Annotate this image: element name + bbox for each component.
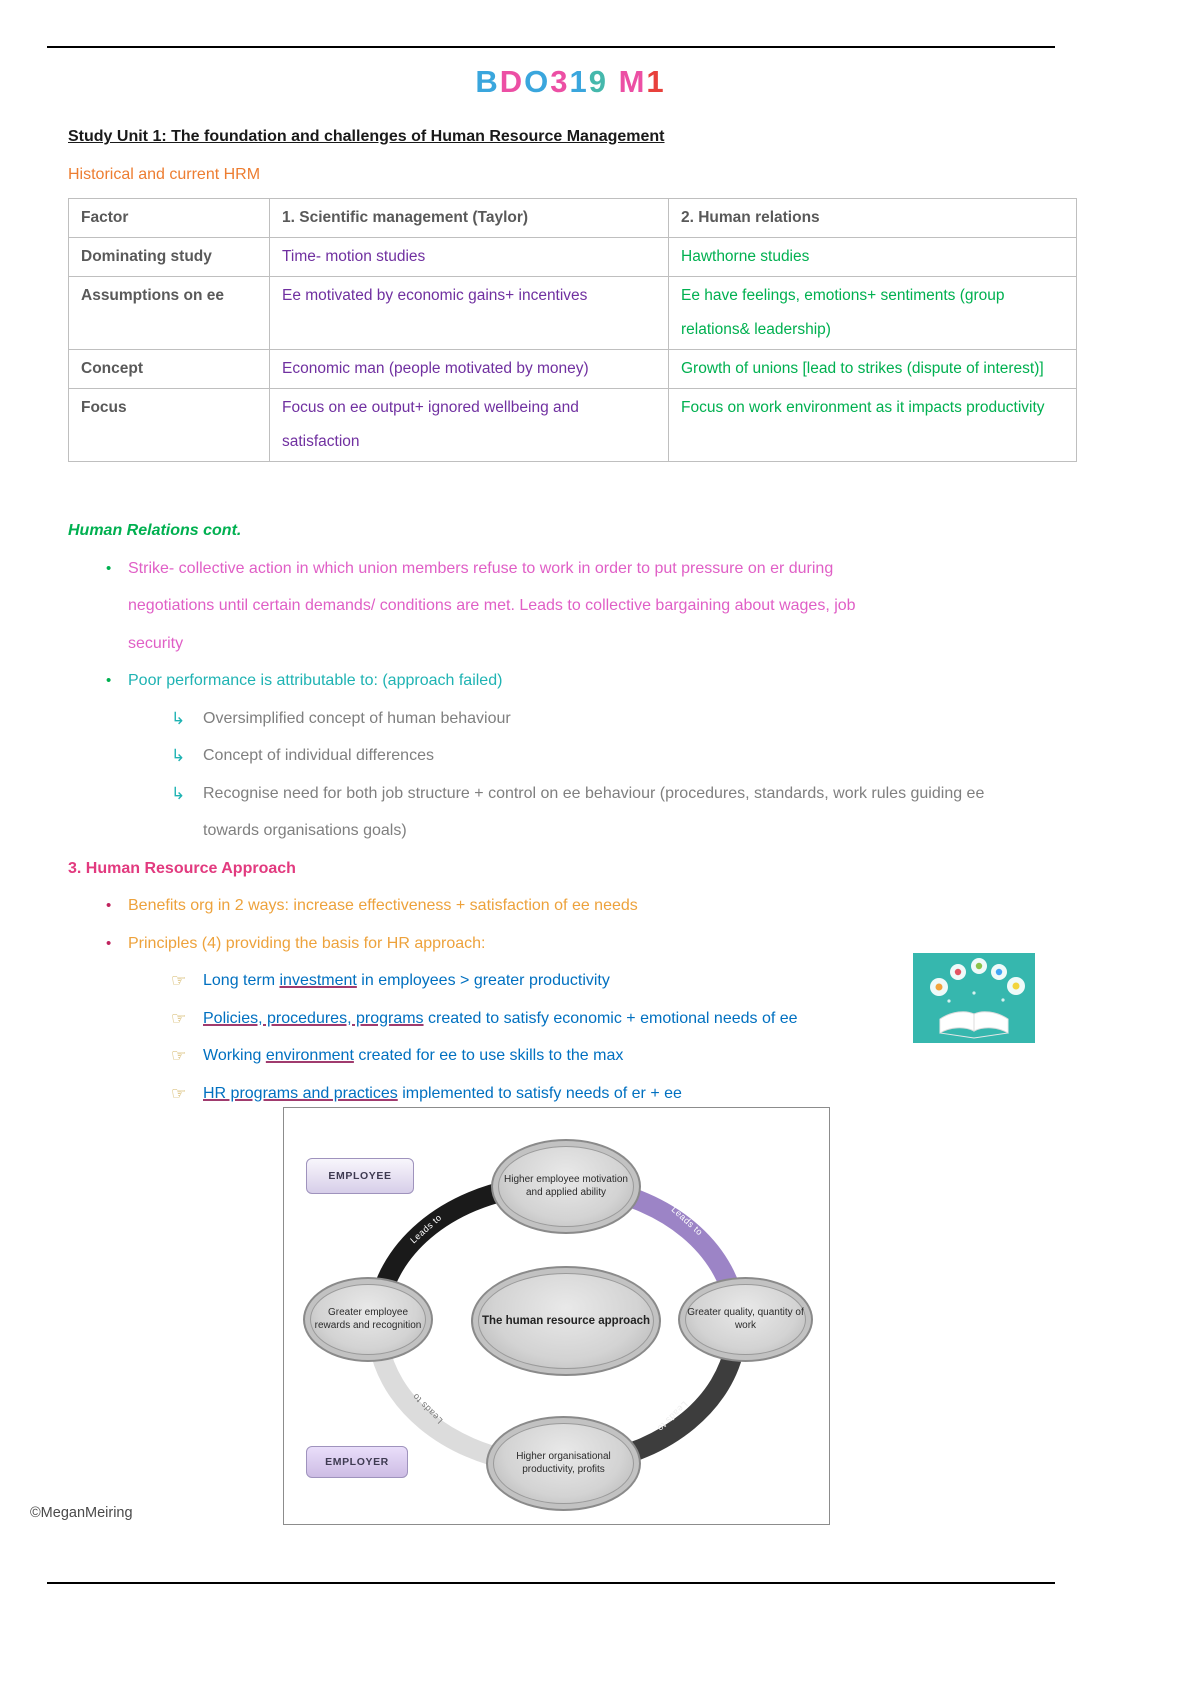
page-title: BDO319 M1 [68,64,1073,100]
principle-underlined: HR programs and practices [203,1084,398,1102]
notes-body: Human Relations cont. • Strike- collecti… [68,512,1073,1112]
employee-tag: EMPLOYEE [306,1158,414,1194]
curved-arrow-icon: ↳ [171,783,186,803]
bullet-strike: • Strike- collective action in which uni… [68,550,1073,663]
node-productivity-profits: Higher organisational productivity, prof… [486,1416,641,1511]
cell-human: Ee have feelings, emotions+ sentiments (… [668,276,1077,350]
cell-human: Hawthorne studies [668,237,1077,277]
sub-bullet: ↳ Oversimplified concept of human behavi… [68,700,1073,738]
pointing-hand-icon: ☞ [171,971,187,990]
curved-arrow-icon: ↳ [171,746,186,765]
cell-scientific: Economic man (people motivated by money) [269,349,669,389]
title-letter [608,64,619,99]
cell-human: Focus on work environment as it impacts … [668,388,1077,462]
human-relations-cont-heading: Human Relations cont. [68,522,242,539]
sub-bullet-text: Concept of individual differences [203,747,434,764]
title-letter: 3 [550,64,570,99]
cell-scientific: Focus on ee output+ ignored wellbeing an… [269,388,669,462]
row-factor: Assumptions on ee [68,276,270,350]
principle-text: Policies, procedures, programs created t… [203,1000,798,1038]
bullet-benefits: • Benefits org in 2 ways: increase effec… [68,887,1073,925]
principle-item: ☞ Long term investment in employees > gr… [68,962,1073,1000]
section-heading-historical: Historical and current HRM [68,166,261,183]
principle-text: Long term investment in employees > grea… [203,962,610,1000]
principle-pre: Working [203,1047,266,1064]
bullet-poor-performance: • Poor performance is attributable to: (… [68,662,1073,700]
node-rewards-recognition: Greater employee rewards and recognition [303,1277,433,1362]
title-letter: 1 [646,64,666,99]
principle-post: created to satisfy economic + emotional … [423,1009,798,1027]
sub-bullet: ↳ Concept of individual differences [68,737,1073,775]
principle-text: Working environment created for ee to us… [203,1037,623,1075]
title-letter: O [524,64,551,99]
bullet-principles: • Principles (4) providing the basis for… [68,925,1073,963]
cell-scientific: Ee motivated by economic gains+ incentiv… [269,276,669,350]
bullet-dot-icon: • [106,934,112,952]
principle-post: in employees > greater productivity [356,972,610,989]
title-letter: M [618,64,647,99]
node-quality-quantity: Greater quality, quantity of work [678,1277,813,1362]
hr-approach-heading: 3. Human Resource Approach [68,859,296,877]
sub-bullet-text: Recognise need for both job structure + … [203,784,985,840]
bullet-strike-text: Strike- collective action in which union… [128,559,856,652]
bullet-dot-icon: • [106,672,112,689]
col-header-scientific: 1. Scientific management (Taylor) [269,198,669,238]
bullet-benefits-text: Benefits org in 2 ways: increase effecti… [128,897,638,914]
principle-underlined: investment [279,972,357,989]
principle-underlined: Policies, procedures, programs [203,1009,424,1027]
cell-human: Growth of unions [lead to strikes (dispu… [668,349,1077,389]
node-hr-approach: The human resource approach [471,1266,661,1376]
principle-text: HR programs and practices implemented to… [203,1075,682,1113]
pointing-hand-icon: ☞ [171,1083,187,1103]
employer-tag: EMPLOYER [306,1446,408,1478]
title-letter: D [499,64,525,99]
book-illustration [913,953,1035,1043]
bullet-dot-icon: • [106,897,112,914]
row-factor: Dominating study [68,237,270,277]
pointing-hand-icon: ☞ [171,1046,187,1065]
hr-approach-cycle-diagram: Leads to Leads to Leads to Leads to EMPL… [283,1107,830,1525]
principle-item: ☞ Policies, procedures, programs created… [68,1000,1073,1038]
table-row: Focus Focus on ee output+ ignored wellbe… [68,388,1077,462]
sub-bullet-text: Oversimplified concept of human behaviou… [203,709,511,727]
author-credit: ©MeganMeiring [30,1505,133,1521]
bullet-principles-text: Principles (4) providing the basis for H… [128,934,486,952]
bullet-poor-performance-text: Poor performance is attributable to: (ap… [128,672,503,689]
table-header-row: Factor 1. Scientific management (Taylor)… [68,198,1077,238]
row-factor: Concept [68,349,270,389]
bullet-dot-icon: • [106,559,112,577]
title-letter: 9 [588,64,608,99]
node-higher-motivation: Higher employee motivation and applied a… [491,1139,641,1234]
top-rule [47,46,1055,48]
principle-underlined: environment [265,1047,354,1064]
principle-post: created for ee to use skills to the max [353,1047,624,1064]
title-letter: 1 [569,64,589,99]
col-header-factor: Factor [68,198,270,238]
principle-item: ☞ HR programs and practices implemented … [68,1075,1073,1113]
sub-bullet: ↳ Recognise need for both job structure … [68,775,1073,850]
study-unit-heading: Study Unit 1: The foundation and challen… [68,128,665,145]
principle-post: implemented to satisfy needs of er + ee [397,1084,682,1102]
table-row: Concept Economic man (people motivated b… [68,349,1077,389]
principle-item: ☞ Working environment created for ee to … [68,1037,1073,1075]
col-header-human-relations: 2. Human relations [668,198,1077,238]
curved-arrow-icon: ↳ [171,708,186,728]
table-row: Assumptions on ee Ee motivated by econom… [68,276,1077,350]
table-row: Dominating study Time- motion studies Ha… [68,237,1077,277]
pointing-hand-icon: ☞ [171,1008,187,1028]
title-letter: B [475,64,500,99]
hrm-comparison-table: Factor 1. Scientific management (Taylor)… [68,198,1077,462]
bottom-rule [47,1582,1055,1584]
row-factor: Focus [68,388,270,462]
cell-scientific: Time- motion studies [269,237,669,277]
principle-pre: Long term [203,972,280,989]
